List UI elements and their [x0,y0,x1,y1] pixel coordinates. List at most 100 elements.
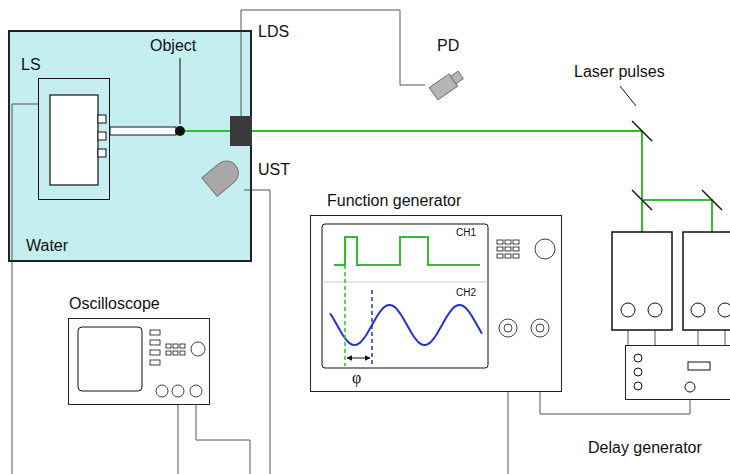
laser-head [683,232,730,330]
connector-port [634,368,642,376]
stage-body [50,95,98,185]
button [150,350,160,355]
button [505,240,511,244]
cable-group [12,104,725,474]
water-tank: Water LS UST [8,30,252,262]
device-fill [68,318,210,405]
button [513,240,519,244]
device-label: Oscilloscope [69,294,160,314]
device-label: PD [437,36,459,56]
connector-port [685,382,695,392]
connector-port [634,382,642,390]
transducer-body [202,156,243,196]
connector-port [531,319,549,337]
signal-cable [241,10,425,116]
connector-port [634,354,642,362]
stage-pin [98,149,106,157]
photodiode-lens [451,71,464,84]
button [180,351,185,355]
button [505,247,511,251]
leader-line [180,58,181,124]
linear-stage: LS [38,78,110,200]
connector-port [648,303,662,317]
button [513,254,519,258]
phase-marker [344,237,346,366]
mirror [702,190,722,210]
channel-label: CH2 [456,287,476,299]
delay-generator: Delay generator [625,345,730,400]
button [150,330,160,335]
button [505,254,511,258]
ultrasound-transducer-outline [198,148,246,200]
device-label: LDS [258,22,289,42]
button [180,344,185,348]
button [513,247,519,251]
knob [535,239,555,259]
generator-buttons [497,239,555,337]
device-fill [310,215,562,392]
pulse-waveform [334,237,480,265]
stage-pin [98,115,106,123]
connector-port [621,303,635,317]
display-slot [688,362,710,370]
transducer-cable [244,190,270,474]
button [497,247,503,251]
scope-buttons [150,330,205,397]
leader-line [620,86,636,106]
device-label: Function generator [327,191,461,211]
connector-port [691,303,705,317]
button [150,360,160,365]
button [497,240,503,244]
water-fill [8,30,252,262]
phase-arrow [347,358,370,359]
device-fill [625,345,730,400]
device-label: LS [21,55,41,75]
channel-label: CH1 [456,227,476,239]
phase-label: φ [352,368,361,387]
generator-screen [322,224,488,368]
part-label: Object [150,36,196,55]
stage-pin [98,132,106,140]
laser-displacement-sensor: LDS [230,116,252,146]
phase-marker [371,290,373,366]
connector-port [718,303,730,317]
photodiode-outline [425,62,469,108]
scope-cable [196,398,250,474]
connector-port [190,385,202,397]
button [173,344,178,348]
sine-waveform [330,305,482,345]
stage-rod [110,127,176,135]
laser-head [612,232,672,330]
knob [191,342,205,356]
ultrasound-transducer: UST [198,148,246,200]
button [497,254,503,258]
beam-path [642,200,712,232]
mirror [632,121,652,141]
connector-port [536,324,544,332]
connector-port [172,385,184,397]
oscilloscope: Oscilloscope [68,318,210,405]
button [166,344,171,348]
device-label: Water [26,236,68,256]
mirror-group [632,121,722,210]
stage-cable [12,104,38,474]
connector-port [499,319,517,337]
signal-cable [540,392,690,414]
photodiode: PD [425,62,469,108]
scope-screen [78,327,142,391]
screen-divider [322,282,488,283]
connector-port [504,324,512,332]
button [150,340,160,345]
scope-cable [178,398,179,474]
function-generator: Function generator [310,215,562,392]
connector-port [156,385,168,397]
device-label: UST [258,160,290,180]
object-dot [175,126,185,136]
button [173,351,178,355]
button [166,351,171,355]
mirror [632,190,652,210]
device-label: Delay generator [588,438,702,458]
beam-label: Laser pulses [574,62,665,81]
